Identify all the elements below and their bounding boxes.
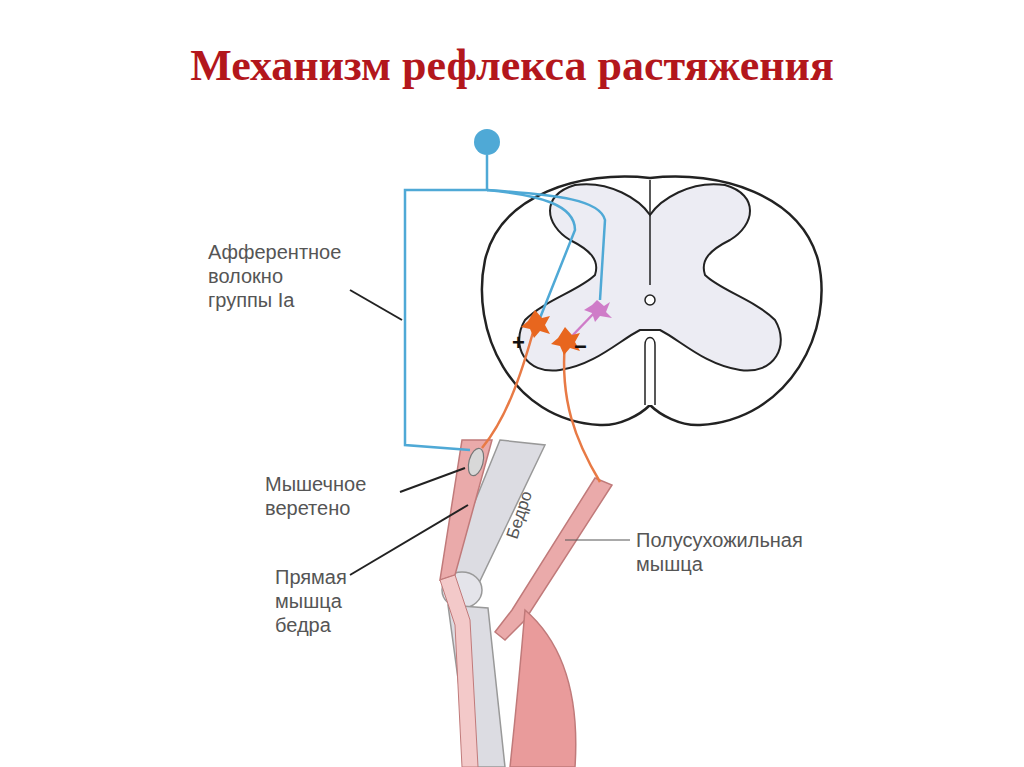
afferent-branch — [487, 190, 605, 300]
spindle-label: Мышечное веретено — [265, 472, 395, 520]
afferent-fiber — [405, 155, 487, 450]
spinal-cord — [482, 177, 822, 426]
leader-line — [400, 468, 465, 492]
fiber-label: Афферентное волокно группы Ia — [208, 240, 348, 312]
patellar-tendon — [440, 575, 478, 767]
sensory-cell-body — [474, 129, 500, 155]
motor-neuron — [521, 310, 550, 338]
rectus-femoris — [440, 440, 492, 580]
leader-line — [350, 505, 468, 575]
afferent-branch — [487, 190, 575, 318]
calf-muscle — [510, 610, 576, 767]
muscle-label: Прямая мышца бедра — [275, 565, 375, 637]
central-canal — [645, 295, 655, 305]
interneuron — [584, 300, 612, 322]
leader-line — [565, 540, 630, 541]
leader-line — [350, 290, 402, 320]
slide-title: Механизм рефлекса растяжения — [0, 40, 1024, 91]
motor-axon — [564, 342, 600, 482]
muscle-label: Полусухожильная мышца — [636, 528, 836, 576]
median-fissure — [649, 180, 651, 285]
anterior-fissure — [645, 338, 655, 406]
muscle-spindle — [466, 447, 487, 478]
sign-label: + — [512, 330, 532, 356]
motor-axon — [482, 325, 535, 448]
sign-label: − — [574, 334, 594, 360]
